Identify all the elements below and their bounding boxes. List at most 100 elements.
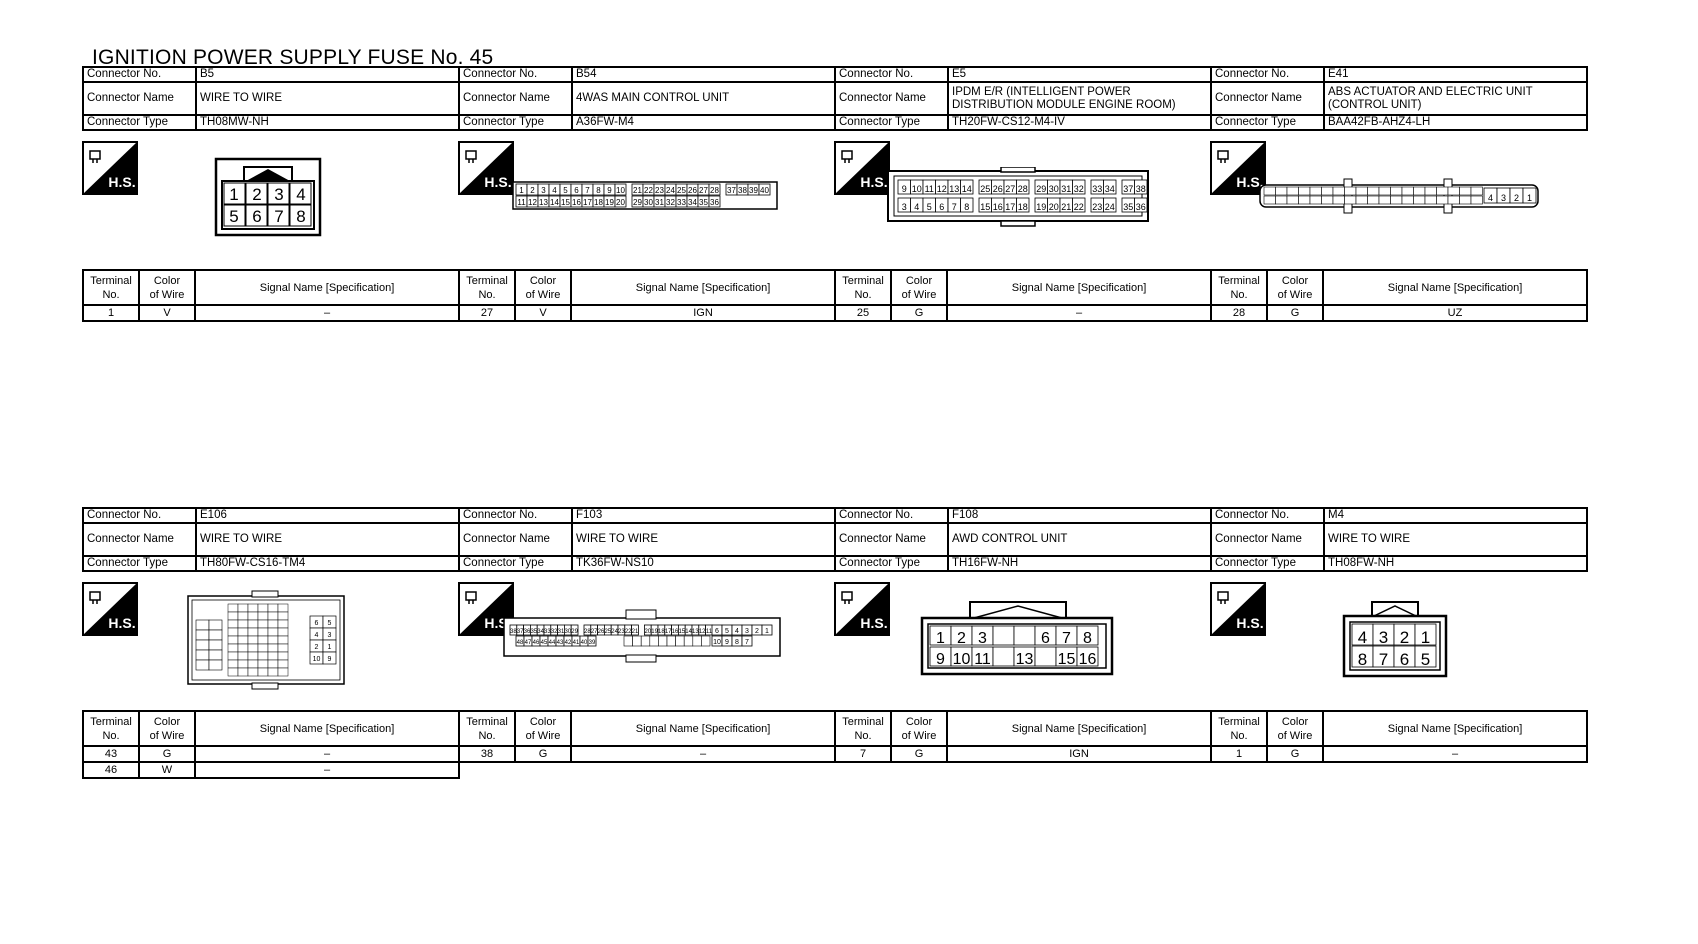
connector-name-label: Connector Name xyxy=(834,522,949,557)
signal-name: IGN xyxy=(946,745,1212,763)
pin-cell xyxy=(208,659,223,671)
pin-cell xyxy=(1447,195,1460,205)
pin-label: 5 xyxy=(563,186,568,195)
pin-cell xyxy=(257,619,269,629)
pin-cell xyxy=(237,603,249,613)
pin-label: 29 xyxy=(571,629,578,635)
pin-cell xyxy=(1332,195,1345,205)
wire-color: W xyxy=(138,761,196,779)
pin-label: 16 xyxy=(572,198,581,207)
pin-label: 5 xyxy=(1421,650,1430,669)
pin-label: 34 xyxy=(537,629,544,635)
pin-label: 8 xyxy=(964,202,969,212)
pin-label: 6 xyxy=(939,202,944,212)
pin-cell xyxy=(1034,646,1057,667)
connector-name-label: Connector Name xyxy=(82,522,197,557)
pin-label: 35 xyxy=(530,629,537,635)
hs-icon: H.S. xyxy=(458,582,514,636)
pin-cell xyxy=(632,635,642,647)
pin-cell xyxy=(1016,179,1030,195)
pin-label: 8 xyxy=(1083,630,1092,647)
pin-cell xyxy=(1072,179,1086,195)
pin-label: 39 xyxy=(589,640,596,646)
pin-label: 38 xyxy=(510,629,517,635)
pin-label: 23 xyxy=(655,186,664,195)
pin-8: 8 xyxy=(296,207,305,226)
terminal-no: 43 xyxy=(82,745,140,763)
name-line: IPDM E/R (INTELLIGENT POWER xyxy=(952,85,1131,98)
pin-cell xyxy=(683,635,694,647)
pin-label: 11 xyxy=(517,198,526,207)
pin-label: 1 xyxy=(1527,193,1532,203)
pin-2: 2 xyxy=(252,185,261,204)
connector-type-label: Connector Type xyxy=(1210,555,1325,572)
pin-6: 6 xyxy=(252,207,261,226)
terminal-no: 1 xyxy=(82,304,140,322)
pin-cell xyxy=(1309,186,1322,196)
pin-label: 3 xyxy=(902,202,907,212)
pin-label: 17 xyxy=(665,629,672,635)
pin-cell xyxy=(1275,186,1288,196)
connector-type-label: Connector Type xyxy=(834,555,949,572)
pin-label: 6 xyxy=(574,186,579,195)
pin-cell xyxy=(1459,195,1472,205)
connector-name-value: WIRE TO WIRE xyxy=(571,522,836,557)
pin-label: 9 xyxy=(902,184,907,194)
pin-cell xyxy=(195,639,210,651)
pin-label: 30 xyxy=(1049,184,1059,194)
pin-label: 7 xyxy=(1379,650,1388,669)
hs-icon: H.S. xyxy=(834,141,890,195)
pin-cell xyxy=(1424,186,1437,196)
pin-cell xyxy=(1072,197,1086,213)
connector-no-label: Connector No. xyxy=(1210,66,1325,83)
pin-cell xyxy=(992,646,1015,667)
pin-label: 10 xyxy=(616,186,625,195)
pin-cell xyxy=(247,635,259,645)
pin-cell xyxy=(267,659,279,669)
pin-label: 1 xyxy=(519,186,524,195)
pin-cell xyxy=(1076,625,1099,646)
pin-cell xyxy=(1298,186,1311,196)
terminal-no: 7 xyxy=(834,745,892,763)
hs-label: H.S. xyxy=(108,615,135,631)
signal-name: – xyxy=(1322,745,1588,763)
pin-cell xyxy=(1413,195,1426,205)
connector-type-value: TH08MW-NH xyxy=(195,114,460,131)
signal-name-header: Signal Name [Specification] xyxy=(946,269,1212,306)
pin-cell xyxy=(277,667,289,677)
pin-label: 29 xyxy=(633,198,642,207)
pin-cell xyxy=(247,659,259,669)
connector-name-value: ABS ACTUATOR AND ELECTRIC UNIT(CONTROL U… xyxy=(1323,81,1588,116)
pin-label: 47 xyxy=(525,640,532,646)
connector-name-label: Connector Name xyxy=(834,81,949,116)
pin-cell xyxy=(195,649,210,661)
pin-label: 12 xyxy=(528,198,537,207)
pin-label: 10 xyxy=(713,639,721,646)
hs-label: H.S. xyxy=(484,174,511,190)
pin-label: 22 xyxy=(625,629,632,635)
pin-label: 33 xyxy=(544,629,551,635)
pin-cell xyxy=(277,619,289,629)
pin-label: 3 xyxy=(328,632,332,639)
hs-label: H.S. xyxy=(108,174,135,190)
pin-label: 25 xyxy=(604,629,611,635)
connector-name-label: Connector Name xyxy=(1210,522,1325,557)
pin-cell xyxy=(277,643,289,653)
connector-name-value: WIRE TO WIRE xyxy=(195,81,460,116)
pin-cell xyxy=(277,635,289,645)
pin-label: 32 xyxy=(666,198,675,207)
connector-type-value: TK36FW-NS10 xyxy=(571,555,836,572)
connector-face-b5: 1 2 3 4 5 6 7 8 xyxy=(214,157,322,237)
connector-no-label: Connector No. xyxy=(82,507,197,524)
pin-label: 3 xyxy=(978,630,987,647)
pin-cell xyxy=(649,635,659,647)
